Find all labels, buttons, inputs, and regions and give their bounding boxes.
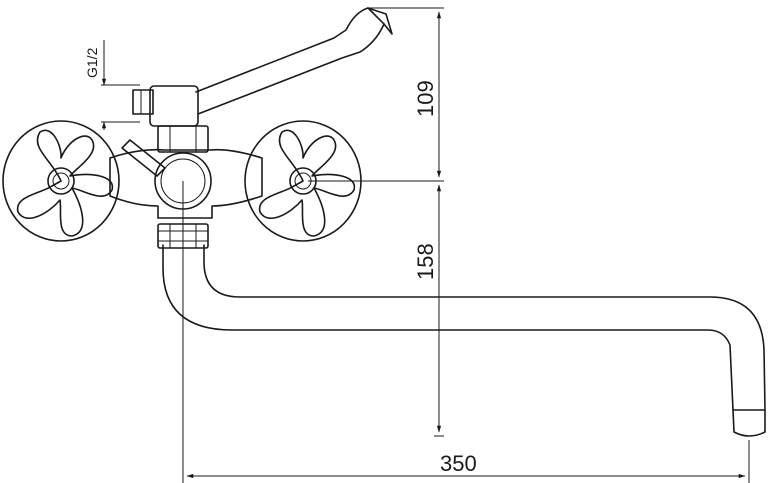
thread-label: G1/2 (84, 47, 100, 78)
dimension-thread: G1/2 (84, 40, 140, 130)
mixer-body (109, 148, 263, 219)
diverter-lever (121, 139, 166, 177)
lever-handle (132, 7, 393, 127)
dimension-350: 350 (182, 181, 750, 483)
spout (162, 244, 766, 437)
height-lower-label: 158 (413, 243, 438, 280)
spout-reach-label: 350 (440, 451, 477, 476)
dimension-109: 109 (308, 7, 444, 182)
left-handwheel (2, 120, 120, 242)
height-upper-label: 109 (413, 80, 438, 117)
dimension-158: 158 (413, 184, 444, 437)
top-nut (157, 125, 209, 153)
